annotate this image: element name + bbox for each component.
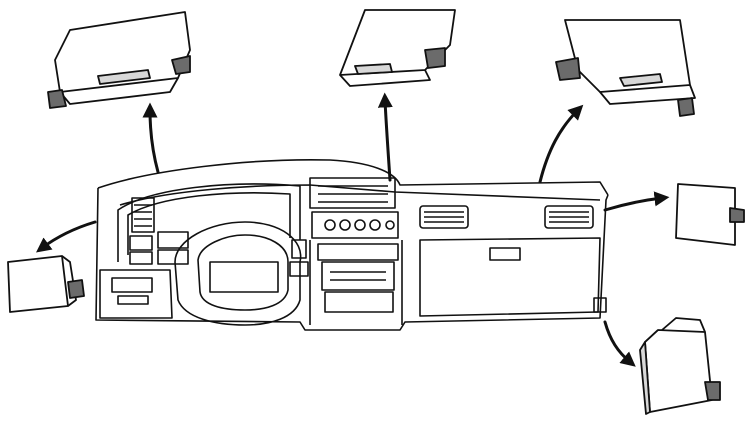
ashtray bbox=[324, 291, 394, 313]
far-right-vent bbox=[544, 205, 594, 229]
lower-left-switch-2 bbox=[117, 295, 149, 305]
glove-box-latch bbox=[489, 247, 521, 261]
arrow-right-top bbox=[538, 104, 584, 184]
fuse-panel-cover-center-top[interactable] bbox=[339, 9, 456, 87]
side-cover-right[interactable] bbox=[675, 183, 745, 246]
fuse-panel-cover-right-top[interactable] bbox=[555, 19, 696, 117]
glove-box-corner bbox=[593, 297, 607, 313]
switch-block-4 bbox=[129, 251, 153, 265]
steering-wheel bbox=[174, 221, 302, 326]
right-wheel-switch bbox=[291, 239, 307, 259]
panel-cover-icon bbox=[354, 63, 393, 75]
arrow-lower-right bbox=[603, 320, 636, 367]
panel-cover-icon bbox=[619, 73, 663, 87]
climate-unit bbox=[317, 243, 399, 261]
side-cover-icon bbox=[67, 279, 85, 299]
arrow-right-side bbox=[603, 191, 670, 212]
switch-block-3 bbox=[157, 249, 189, 265]
glove-box bbox=[419, 237, 601, 317]
switch-block-2 bbox=[157, 231, 189, 249]
arrow-left-top bbox=[142, 102, 160, 174]
right-wheel-switch-2 bbox=[289, 261, 309, 277]
arrow-left-side bbox=[35, 220, 97, 253]
center-right-vent bbox=[419, 205, 469, 229]
panel-cover-icon bbox=[97, 69, 151, 85]
lower-cover-right[interactable] bbox=[639, 317, 721, 415]
knee-panel-left bbox=[99, 269, 173, 319]
lower-left-switch bbox=[111, 277, 153, 293]
lower-cover-icon bbox=[704, 381, 721, 401]
instrument-hood bbox=[117, 183, 301, 262]
arrow-center-top bbox=[377, 92, 393, 182]
dash-top-outline bbox=[97, 158, 609, 196]
side-cover-left[interactable] bbox=[7, 255, 85, 313]
fuse-panel-cover-left-top[interactable] bbox=[47, 11, 191, 109]
radio-unit bbox=[311, 211, 399, 239]
side-cover-icon bbox=[729, 207, 745, 223]
switch-block-1 bbox=[129, 235, 153, 251]
dash-face-outline bbox=[95, 187, 609, 331]
left-vent bbox=[131, 197, 155, 233]
dashboard bbox=[95, 158, 609, 331]
center-stack bbox=[309, 177, 403, 325]
